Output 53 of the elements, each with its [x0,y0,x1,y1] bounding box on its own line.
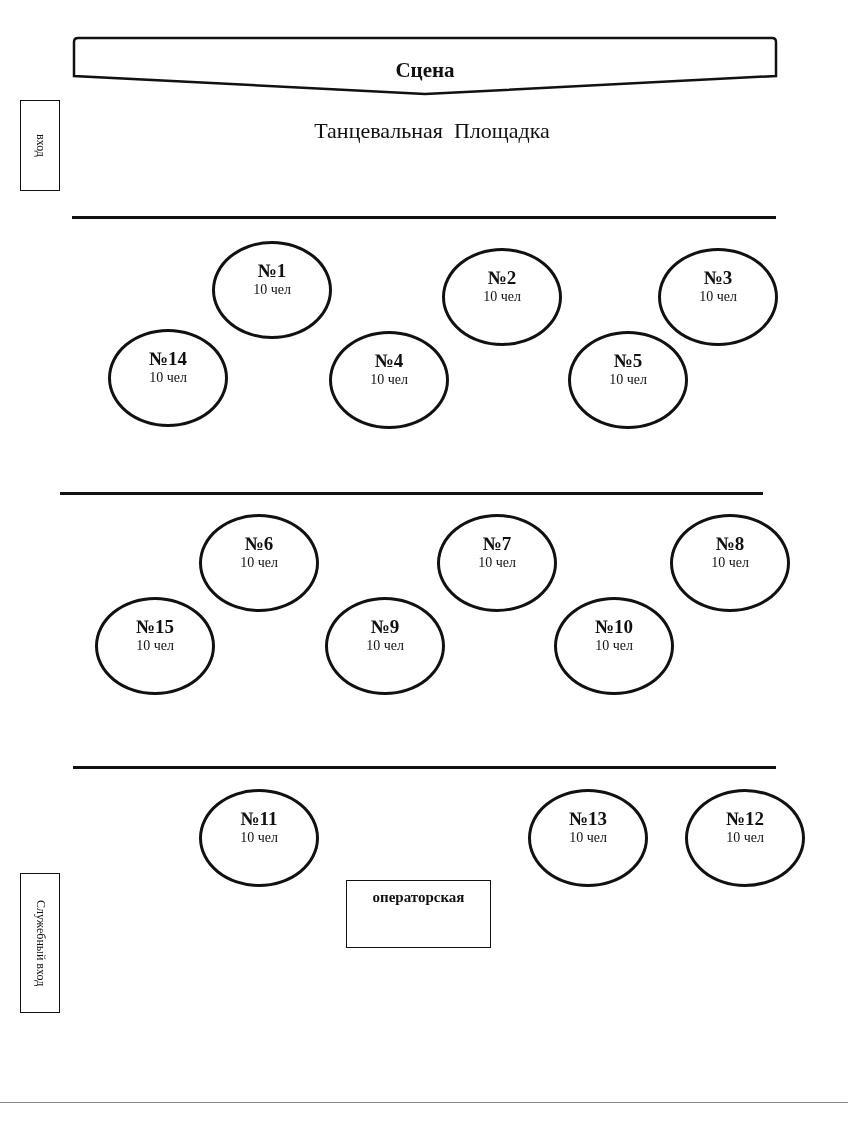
table-number: №13 [568,808,608,829]
table-number: №10 [594,616,634,637]
entrance-label: Служебный вход [32,899,48,987]
table-number: №15 [135,616,175,637]
table-circle [329,331,449,429]
table-circle [658,248,778,346]
table-number: №6 [244,533,274,554]
table-circle [528,789,648,887]
room-box [346,880,491,948]
area-label: Танцевальная Площадка [313,118,551,144]
table-number: №5 [613,350,643,371]
table-number: №7 [482,533,512,554]
seat-count: 10 чел [366,637,404,654]
seat-count: 10 чел [699,288,737,305]
table-circle [325,597,445,695]
seat-count: 10 чел [711,554,749,571]
entrance-box [20,100,60,191]
seat-count: 10 чел [136,637,174,654]
table-circle [442,248,562,346]
seat-count: 10 чел [569,829,607,846]
table-circle [212,241,332,339]
seat-count: 10 чел [240,554,278,571]
seat-count: 10 чел [370,371,408,388]
table-number: №3 [703,267,733,288]
seat-count: 10 чел [483,288,521,305]
table-number: №8 [715,533,745,554]
stage-label: Сцена [394,58,456,83]
seat-count: 10 чел [595,637,633,654]
seat-count: 10 чел [240,829,278,846]
seat-count: 10 чел [726,829,764,846]
table-circle [685,789,805,887]
seat-count: 10 чел [609,371,647,388]
table-number: №9 [370,616,400,637]
table-circle [670,514,790,612]
table-number: №1 [257,260,287,281]
table-circle [554,597,674,695]
table-circle [568,331,688,429]
table-circle [199,789,319,887]
table-number: №11 [240,808,278,829]
table-number: №2 [487,267,517,288]
table-circle [437,514,557,612]
room-label: операторская [371,889,466,906]
entrance-box [20,873,60,1013]
seat-count: 10 чел [253,281,291,298]
seat-count: 10 чел [149,369,187,386]
table-circle [199,514,319,612]
table-circle [108,329,228,427]
entrance-label: вход [32,134,48,157]
seat-count: 10 чел [478,554,516,571]
table-number: №12 [725,808,765,829]
table-number: №4 [374,350,404,371]
table-circle [95,597,215,695]
table-number: №14 [148,348,188,369]
